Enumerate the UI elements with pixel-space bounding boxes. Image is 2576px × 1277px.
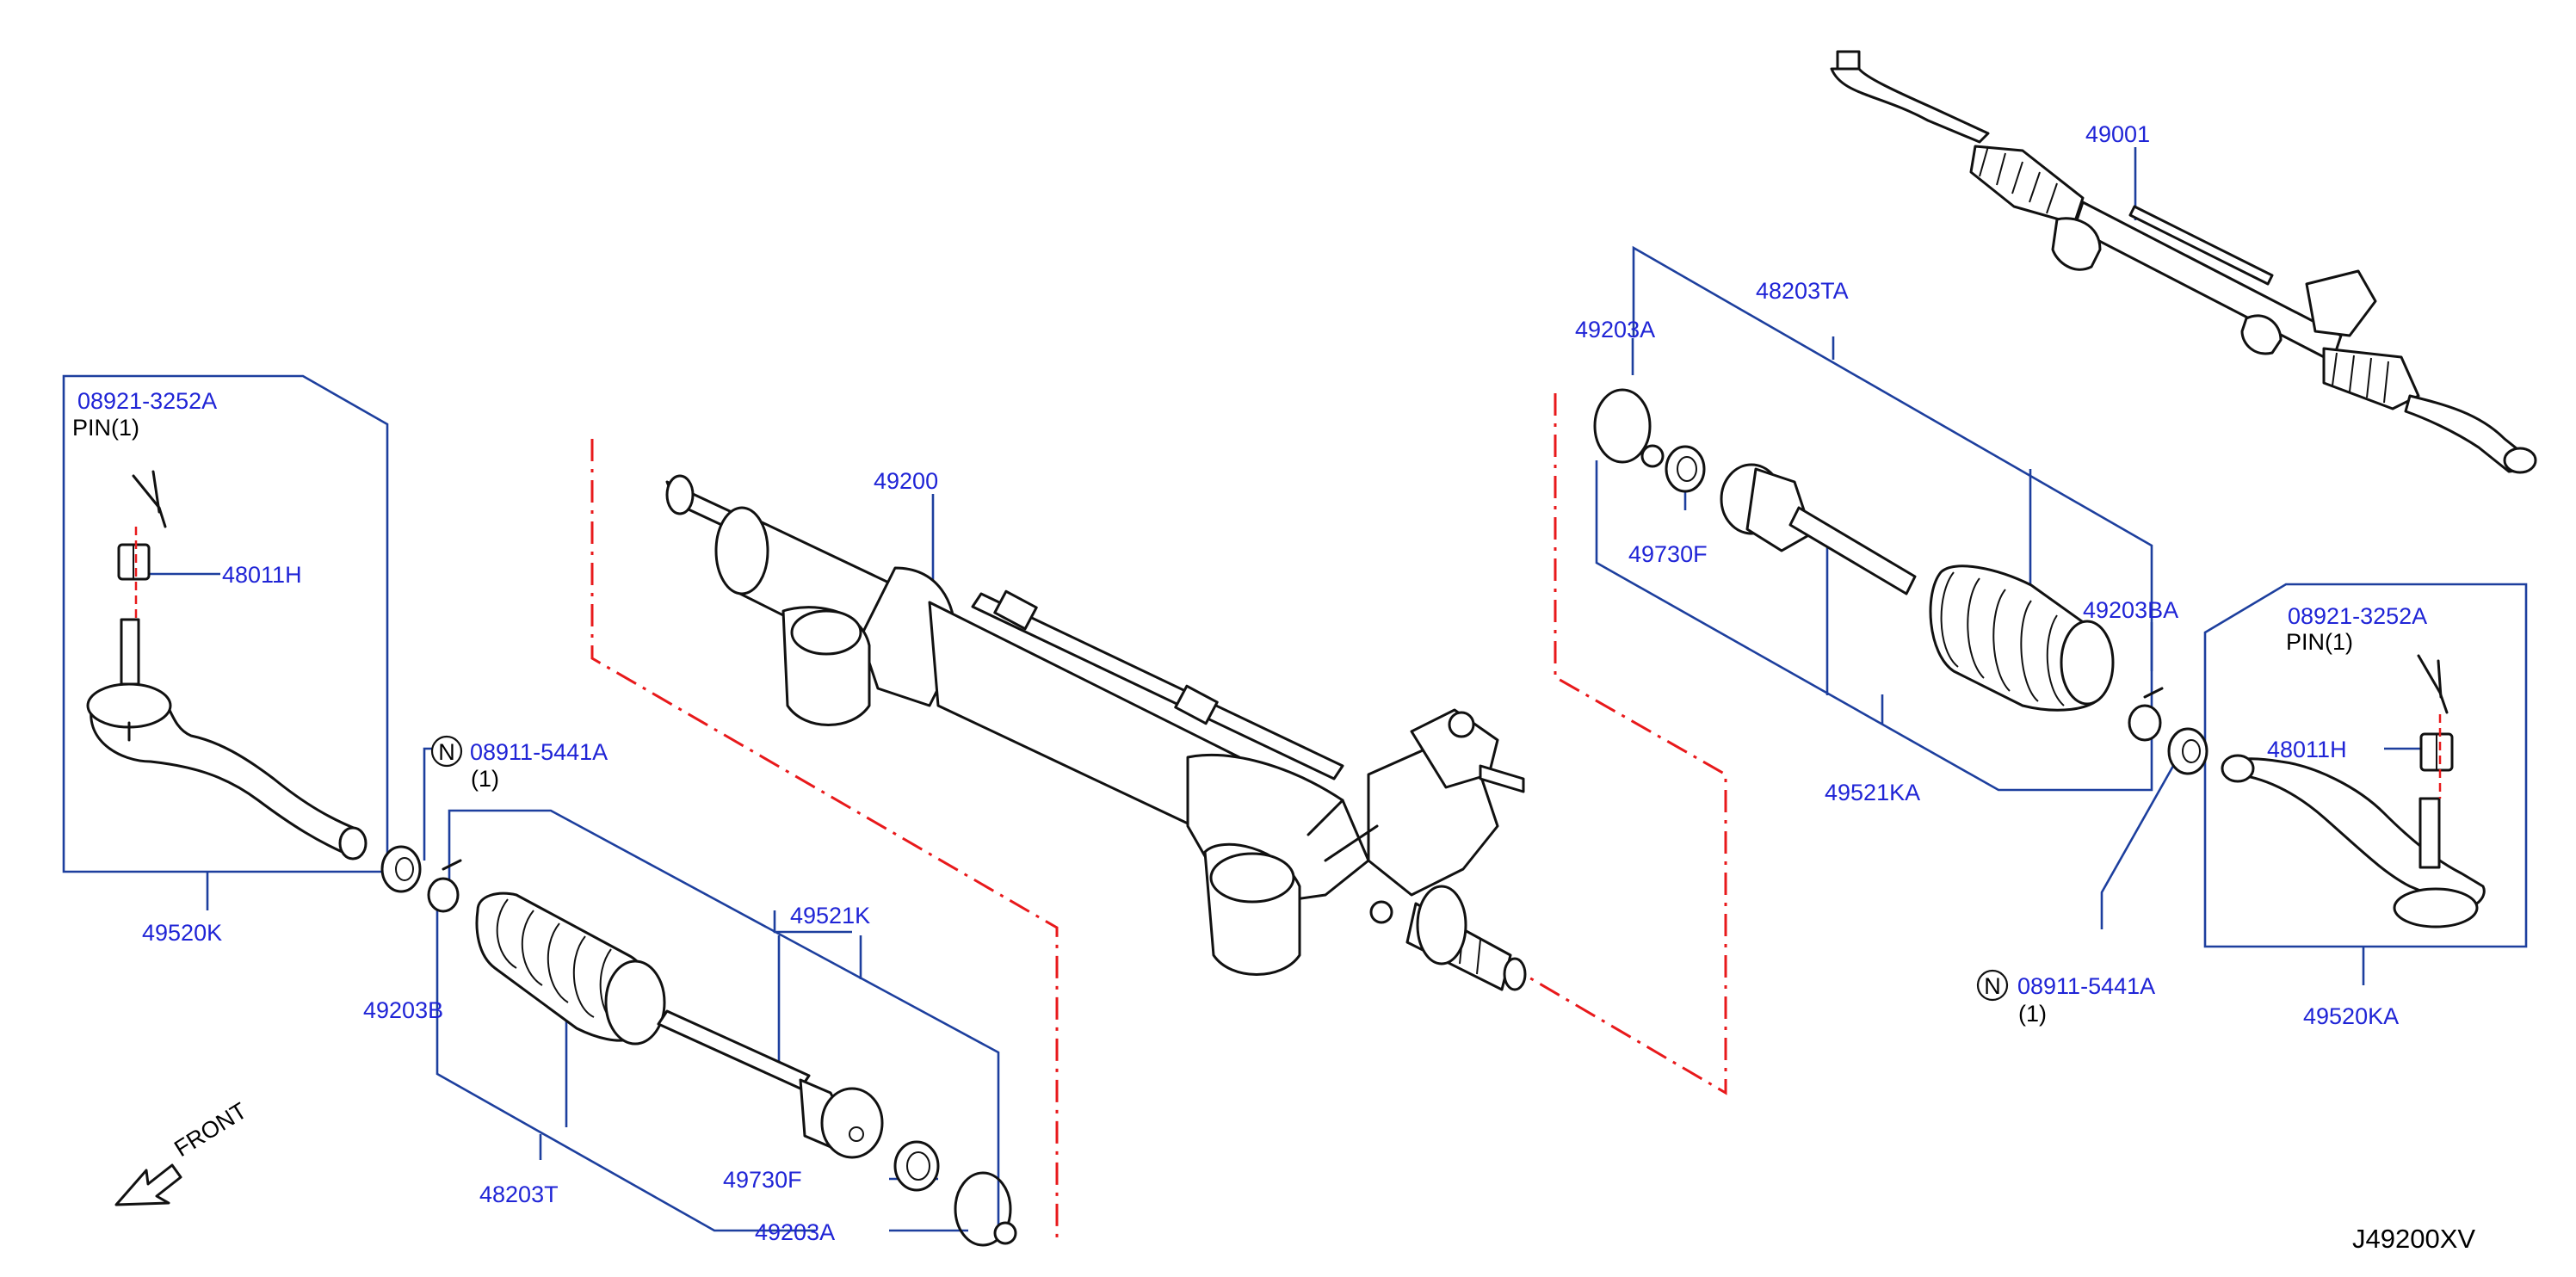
label-lock-nut-left: 08911-5441A xyxy=(470,739,608,765)
castle-nut-right xyxy=(2419,732,2454,772)
label-clamp-left: 49203B xyxy=(363,997,443,1023)
nut-symbol-left: N xyxy=(430,735,463,768)
label-band-left: 49203A xyxy=(755,1219,835,1245)
inner-socket-right xyxy=(1720,463,1917,595)
label-diagram-id: J49200XV xyxy=(2352,1224,2475,1254)
band-left xyxy=(954,1171,1017,1247)
label-boot-kit-right: 48203TA xyxy=(1756,278,1849,304)
label-pin-text-right: PIN(1) xyxy=(2286,629,2353,655)
label-pin-text-left: PIN(1) xyxy=(72,415,139,441)
front-arrow-icon xyxy=(114,1163,182,1206)
label-lock-nut-right: 08911-5441A xyxy=(2017,973,2155,999)
pin-left xyxy=(132,470,167,528)
gear-assembly-complete xyxy=(1830,50,2537,474)
label-nut-left: 48011H xyxy=(222,562,302,588)
label-nut-right: 48011H xyxy=(2267,737,2347,762)
bracket-left-lower xyxy=(436,908,815,1232)
leader-lines xyxy=(132,147,2431,1232)
bracket-box-right-tie-rod xyxy=(2203,583,2528,948)
lock-nut-left xyxy=(380,845,422,893)
castle-nut-left xyxy=(117,543,151,581)
boot-right xyxy=(1929,564,2115,712)
band-right xyxy=(1593,388,1665,468)
label-clamp-right: 49203BA xyxy=(2083,597,2178,623)
label-inner-socket-left: 49521K xyxy=(790,903,870,928)
washer-left xyxy=(893,1140,940,1192)
label-gear-assembly: 49001 xyxy=(2085,121,2150,147)
label-lock-nut-right-qty: (1) xyxy=(2018,1001,2047,1027)
bracket-left-boot-kit xyxy=(448,809,1000,1229)
bracket-right-boot-kit xyxy=(1595,245,2153,792)
label-washer-left: 49730F xyxy=(723,1167,802,1193)
boot-left xyxy=(475,891,666,1046)
nut-symbol-left-text: N xyxy=(438,739,455,765)
phantom-line-left xyxy=(590,439,1059,1242)
label-tie-rod-end-left: 49520K xyxy=(142,920,222,946)
label-lock-nut-left-qty: (1) xyxy=(471,766,499,792)
bracket-box-left-tie-rod xyxy=(62,374,389,873)
label-front: FRONT xyxy=(170,1097,251,1162)
nut-symbol-right: N xyxy=(1976,969,2009,1002)
lock-nut-right xyxy=(2167,727,2208,775)
label-gear-housing: 49200 xyxy=(874,468,938,494)
gear-housing xyxy=(665,474,1527,991)
label-tie-rod-end-right: 49520KA xyxy=(2303,1003,2399,1029)
tie-rod-end-right xyxy=(2221,754,2486,928)
inner-socket-left xyxy=(657,1009,884,1159)
label-inner-socket-right: 49521KA xyxy=(1825,780,1920,805)
label-pin-part-left: 08921-3252A xyxy=(77,388,217,414)
washer-right xyxy=(1665,445,1706,493)
clamp-left xyxy=(427,859,462,913)
nut-symbol-right-text: N xyxy=(1984,973,2001,999)
label-band-right: 49203A xyxy=(1575,317,1655,342)
label-pin-part-right: 08921-3252A xyxy=(2288,603,2427,629)
label-washer-right: 49730F xyxy=(1628,541,1708,567)
pin-right xyxy=(2417,654,2449,714)
tie-rod-end-left xyxy=(86,618,368,861)
clamp-right xyxy=(2128,687,2164,742)
phantom-line-right xyxy=(1527,393,1727,1095)
label-boot-kit-left: 48203T xyxy=(479,1181,559,1207)
